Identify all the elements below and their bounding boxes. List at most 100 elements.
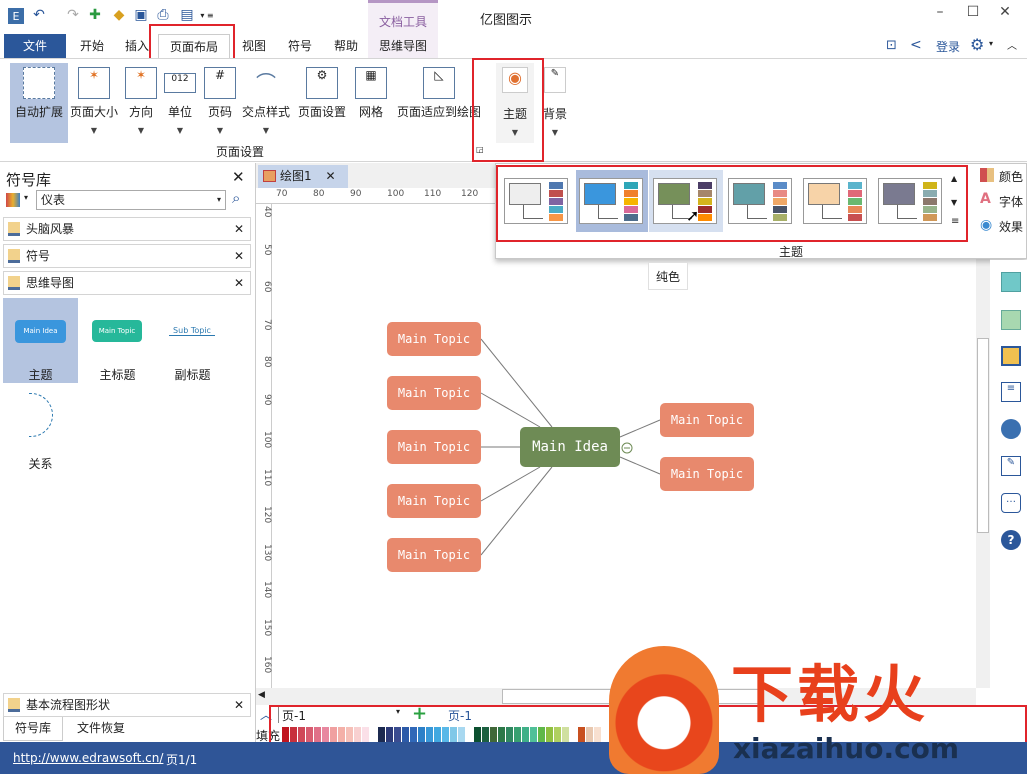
tab-file-recovery[interactable]: 文件恢复 bbox=[76, 721, 125, 735]
palette-color-swatch[interactable] bbox=[530, 727, 537, 742]
page-selector[interactable]: 页-1▾ bbox=[278, 707, 404, 723]
main-idea-node[interactable]: Main Idea bbox=[520, 427, 620, 467]
library-section-symbols[interactable]: 符号✕ bbox=[3, 244, 251, 268]
scroll-up-icon[interactable]: ▲ bbox=[951, 174, 958, 183]
effects-button[interactable]: 效果 bbox=[999, 220, 1024, 234]
close-tab-icon[interactable]: ✕ bbox=[325, 169, 336, 183]
share-icon[interactable]: < bbox=[910, 37, 922, 53]
palette-color-swatch[interactable] bbox=[298, 727, 305, 742]
palette-color-swatch[interactable] bbox=[402, 727, 409, 742]
print-icon[interactable]: ⎙ bbox=[157, 7, 169, 23]
palette-color-swatch[interactable] bbox=[426, 727, 433, 742]
palette-color-swatch[interactable] bbox=[306, 727, 313, 742]
minimize-button[interactable]: – bbox=[936, 4, 944, 20]
shape-relation[interactable]: 关系 bbox=[3, 385, 78, 471]
palette-color-swatch[interactable] bbox=[322, 727, 329, 742]
shape-sub-topic[interactable]: Sub Topic 副标题 bbox=[155, 298, 230, 383]
website-link[interactable]: http://www.edrawsoft.cn/ bbox=[13, 751, 164, 765]
page-setup-button[interactable]: ⚙页面设置 bbox=[296, 63, 348, 143]
palette-color-swatch[interactable] bbox=[482, 727, 489, 742]
palette-color-swatch[interactable] bbox=[338, 727, 345, 742]
attachment-icon[interactable]: ✎ bbox=[1001, 456, 1021, 476]
palette-color-swatch[interactable] bbox=[586, 727, 593, 742]
scrollbar-thumb[interactable] bbox=[977, 338, 989, 533]
theme-option[interactable] bbox=[803, 178, 867, 224]
login-link[interactable]: 登录 bbox=[936, 40, 961, 54]
library-section-mind-map[interactable]: 思维导图✕ bbox=[3, 271, 251, 295]
tab-drawing1[interactable]: 绘图1 ✕ bbox=[258, 165, 348, 188]
theme-option[interactable] bbox=[728, 178, 792, 224]
tab-file[interactable]: 文件 bbox=[4, 34, 66, 58]
palette-color-swatch[interactable] bbox=[474, 727, 481, 742]
topic-node[interactable]: Main Topic bbox=[387, 484, 481, 518]
page-number-button[interactable]: #页码▼ bbox=[202, 63, 238, 143]
tab-insert[interactable]: 插入 bbox=[124, 39, 149, 53]
theme-option[interactable] bbox=[579, 178, 643, 224]
fill-icon[interactable] bbox=[1001, 272, 1021, 292]
grid-button[interactable]: ▦网格 bbox=[354, 63, 388, 143]
globe-icon[interactable] bbox=[1001, 419, 1021, 439]
palette-color-swatch[interactable] bbox=[282, 727, 289, 742]
palette-color-swatch[interactable] bbox=[378, 727, 385, 742]
new-icon[interactable]: ✚ bbox=[89, 7, 101, 23]
customize-dropdown-icon[interactable]: ▾ ≡ bbox=[200, 10, 214, 20]
tab-home[interactable]: 开始 bbox=[79, 39, 104, 53]
theme-option[interactable] bbox=[878, 178, 942, 224]
fonts-button[interactable]: 字体 bbox=[999, 195, 1024, 209]
page-list-icon[interactable]: ≡ bbox=[1001, 382, 1021, 402]
redo-icon[interactable]: ↷ bbox=[67, 7, 79, 23]
page-tab[interactable]: 页-1 bbox=[448, 709, 472, 723]
library-dropdown-icon[interactable]: ▾ bbox=[24, 193, 29, 202]
palette-color-swatch[interactable] bbox=[538, 727, 545, 742]
palette-color-swatch[interactable] bbox=[514, 727, 521, 742]
tab-symbol-library[interactable]: 符号库 bbox=[3, 717, 63, 741]
palette-color-swatch[interactable] bbox=[442, 727, 449, 742]
close-section-icon[interactable]: ✕ bbox=[233, 698, 244, 712]
tab-symbols[interactable]: 符号 bbox=[287, 39, 312, 53]
palette-color-swatch[interactable] bbox=[362, 727, 369, 742]
settings-gear-icon[interactable]: ⚙ bbox=[970, 35, 985, 54]
font-icon[interactable]: A bbox=[980, 191, 991, 207]
tab-page-layout[interactable]: 页面布局 bbox=[158, 34, 230, 58]
export-icon[interactable]: ▤ bbox=[180, 7, 194, 23]
palette-color-swatch[interactable] bbox=[450, 727, 457, 742]
palette-color-swatch[interactable] bbox=[418, 727, 425, 742]
topic-node[interactable]: Main Topic bbox=[387, 430, 481, 464]
shape-main-idea[interactable]: Main Idea 主题 bbox=[3, 298, 78, 383]
layers-icon[interactable] bbox=[1001, 346, 1021, 366]
palette-color-swatch[interactable] bbox=[410, 727, 417, 742]
page-size-button[interactable]: ✶页面大小▼ bbox=[69, 67, 118, 135]
library-books-icon[interactable] bbox=[6, 193, 20, 207]
palette-color-swatch[interactable] bbox=[434, 727, 441, 742]
topic-node[interactable]: Main Topic bbox=[660, 457, 754, 491]
library-section-basic-flowchart[interactable]: 基本流程图形状✕ bbox=[3, 693, 251, 717]
close-button[interactable]: ✕ bbox=[999, 4, 1011, 20]
palette-color-swatch[interactable] bbox=[498, 727, 505, 742]
jump-style-button[interactable]: ⌒交点样式▼ bbox=[240, 63, 292, 143]
add-page-icon[interactable]: + bbox=[412, 703, 428, 724]
palette-color-swatch[interactable] bbox=[458, 727, 465, 742]
library-search-input[interactable]: 仪表▾ bbox=[36, 190, 226, 210]
comment-icon[interactable]: … bbox=[1001, 493, 1021, 513]
topic-node[interactable]: Main Topic bbox=[387, 538, 481, 572]
palette-color-swatch[interactable] bbox=[570, 727, 577, 742]
palette-color-swatch[interactable] bbox=[578, 727, 585, 742]
palette-color-swatch[interactable] bbox=[354, 727, 361, 742]
open-icon[interactable]: ◆ bbox=[113, 7, 125, 23]
palette-color-swatch[interactable] bbox=[562, 727, 569, 742]
effects-icon[interactable]: ◉ bbox=[980, 217, 993, 233]
palette-color-swatch[interactable] bbox=[466, 727, 473, 742]
colors-icon[interactable] bbox=[980, 168, 994, 182]
theme-option[interactable] bbox=[504, 178, 568, 224]
close-section-icon[interactable]: ✕ bbox=[233, 249, 244, 263]
close-library-icon[interactable]: ✕ bbox=[232, 168, 245, 186]
palette-color-swatch[interactable] bbox=[370, 727, 377, 742]
palette-color-swatch[interactable] bbox=[290, 727, 297, 742]
maximize-button[interactable]: ☐ bbox=[966, 4, 980, 20]
palette-color-swatch[interactable] bbox=[594, 727, 601, 742]
background-button[interactable]: ✎背景▼ bbox=[540, 63, 570, 143]
shape-main-topic[interactable]: Main Topic 主标题 bbox=[80, 298, 155, 383]
topic-node[interactable]: Main Topic bbox=[387, 376, 481, 410]
more-themes-icon[interactable]: ≡ bbox=[951, 216, 960, 227]
